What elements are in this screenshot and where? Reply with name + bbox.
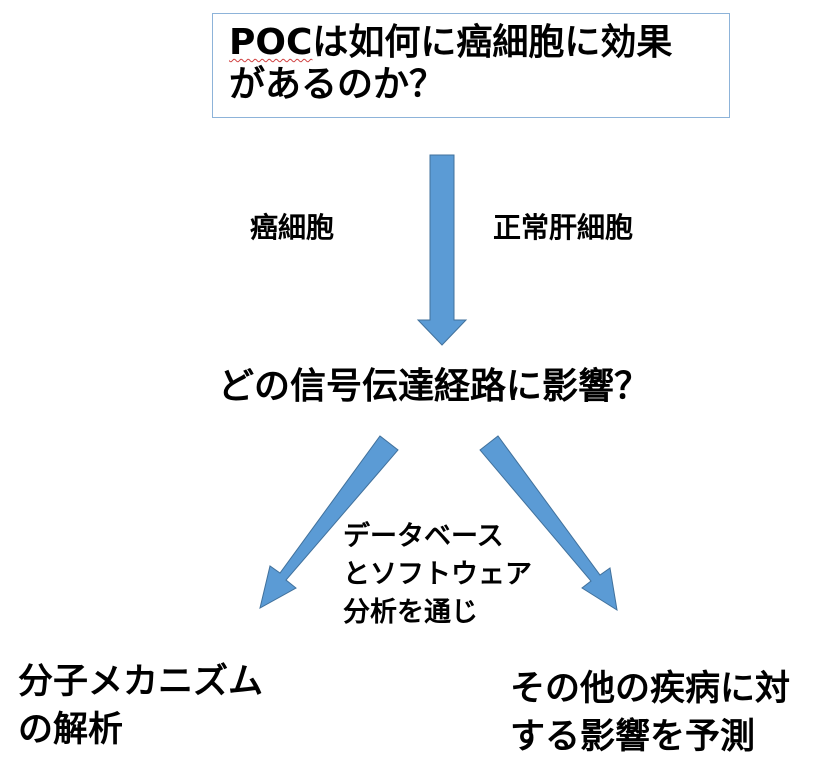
label-normal-liver-cells: 正常肝細胞 [493, 211, 634, 244]
label-pathway-question: どの信号伝達経路に影響？ [218, 366, 651, 407]
label-method-line-3: 分析を通じ [343, 597, 478, 628]
label-mechanism-line-2: の解析 [18, 710, 124, 750]
label-molecular-mechanism: 分子メカニズム の解析 [18, 658, 263, 754]
label-mechanism-line-1: 分子メカニズム [18, 662, 264, 702]
label-disease-line-1: その他の疾病に対 [510, 669, 791, 709]
question-box: POCは如何に癌細胞に効果 があるのか？ [212, 13, 730, 118]
label-disease-line-2: する影響を予測 [510, 717, 756, 757]
question-line-1: POCは如何に癌細胞に効果 [229, 22, 672, 64]
label-cancer-cells: 癌細胞 [250, 211, 335, 244]
right-diagonal-arrow [479, 435, 618, 612]
label-method-line-2: とソフトウェア [343, 559, 532, 590]
label-method-line-1: データベース [343, 521, 504, 552]
left-diagonal-arrow [259, 435, 399, 609]
question-line-2: があるのか？ [229, 64, 446, 105]
label-method: データベース とソフトウェア 分析を通じ [343, 518, 532, 632]
label-other-diseases: その他の疾病に対 する影響を予測 [510, 665, 790, 761]
poc-text: POC [229, 22, 313, 63]
down-arrow [416, 154, 468, 346]
question-line-1-rest: は如何に癌細胞に効果 [312, 22, 673, 63]
